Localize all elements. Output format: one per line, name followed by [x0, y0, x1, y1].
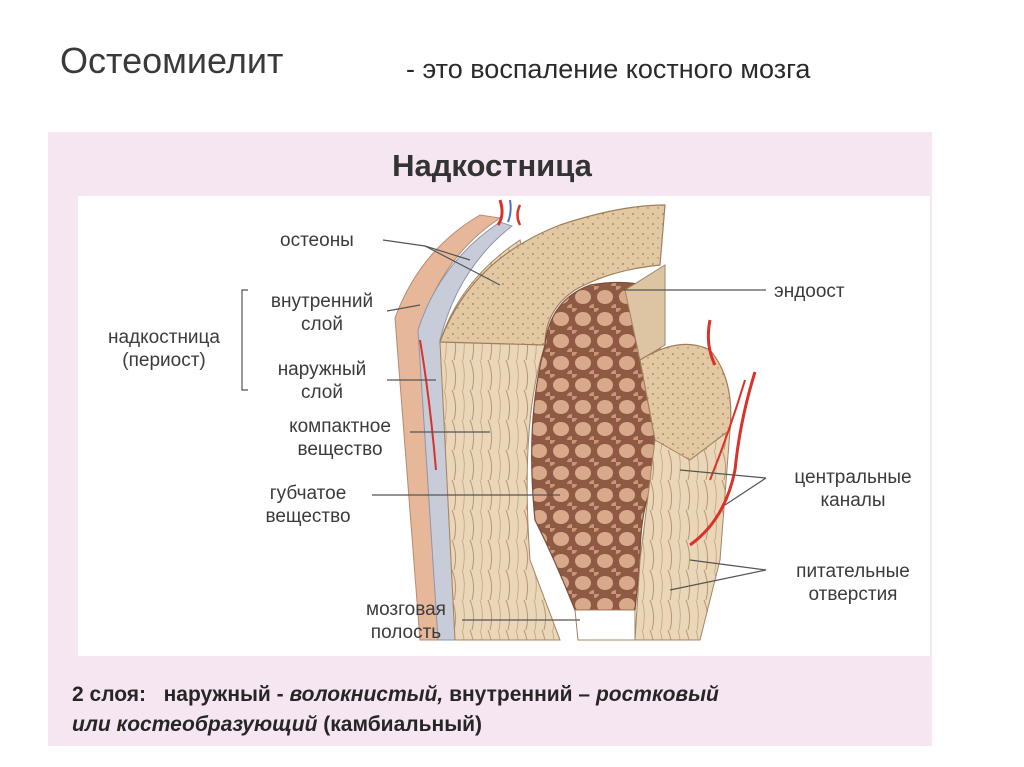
label-marrow-line1: мозговая: [366, 599, 446, 620]
spongy-bone: [531, 281, 661, 611]
label-central-canals: центральные каналы: [770, 466, 936, 512]
compact-bone-right-top: [624, 264, 666, 361]
label-osteons: остеоны: [280, 230, 354, 251]
label-inner-layer-line2: слой: [301, 314, 343, 335]
label-outer-layer: наружный слой: [254, 358, 390, 404]
label-compact: компактное вещество: [270, 415, 410, 461]
label-inner-layer: внутренний слой: [254, 290, 390, 336]
label-central-line2: каналы: [820, 490, 886, 511]
label-endosteum: эндоост: [774, 281, 845, 302]
leader-inner-layer: [386, 304, 421, 312]
label-periosteum: надкостница (периост): [86, 326, 242, 372]
label-nutrient-foramina: питательные отверстия: [770, 560, 936, 606]
label-nutrient-line2: отверстия: [808, 584, 898, 605]
bone-top-surface: [439, 204, 666, 346]
label-periosteum-line1: надкостница: [108, 327, 220, 348]
vessel-red-1: [496, 199, 504, 226]
vessel-red-5: [709, 379, 746, 481]
label-nutrient-line1: питательные: [796, 561, 910, 582]
leader-lines: [241, 239, 767, 621]
label-marrow: мозговая полость: [350, 598, 462, 644]
leader-nutrient-a: [689, 559, 767, 571]
caption-inner-type: ростковый: [595, 683, 719, 706]
leader-osteons-c: [424, 245, 501, 286]
figure-caption: 2 слоя: наружный - волокнистый, внутренн…: [72, 680, 942, 740]
vessel-red-6: [419, 339, 437, 471]
vessel-red-3: [706, 319, 717, 366]
compact-bone-right: [634, 428, 731, 641]
label-spongy-line2: вещество: [265, 506, 351, 527]
figure-title: Надкостница: [392, 148, 592, 183]
label-inner-layer-line1: внутренний: [270, 291, 374, 312]
periosteum-bracket: [241, 289, 248, 391]
caption-inner: внутренний –: [449, 683, 591, 706]
caption-prefix: 2 слоя:: [72, 683, 147, 706]
leader-nutrient-b: [669, 569, 767, 591]
caption-line2-italic: или костеобразующий: [72, 713, 318, 736]
periosteum-inner-layer: [417, 221, 514, 641]
slide-subtitle: - это воспаление костного мозга: [406, 54, 811, 84]
label-spongy-line1: губчатое: [269, 483, 347, 504]
leader-central-a: [679, 469, 767, 479]
label-outer-layer-line1: наружный: [277, 359, 367, 380]
label-periosteum-line2: (периост): [122, 350, 206, 371]
label-compact-line1: компактное: [289, 416, 391, 437]
leader-osteons-b: [424, 245, 471, 261]
slide-title: Остеомиелит: [60, 40, 284, 81]
leader-central-b: [724, 477, 767, 506]
vessel-red-4: [689, 371, 757, 547]
caption-outer-type: волокнистый,: [289, 683, 444, 706]
caption-line2: или костеобразующий (камбиальный): [72, 710, 942, 740]
caption-line1: 2 слоя: наружный - волокнистый, внутренн…: [72, 680, 942, 710]
caption-outer: наружный -: [163, 683, 284, 706]
label-spongy: губчатое вещество: [245, 482, 371, 528]
caption-line2-end: (камбиальный): [323, 713, 483, 736]
vessel-blue-1: [507, 199, 512, 223]
label-central-line1: центральные: [794, 467, 912, 488]
label-outer-layer-line2: слой: [301, 382, 343, 403]
leader-osteons-a: [382, 239, 426, 247]
marrow-cavity: [574, 609, 636, 641]
label-compact-line2: вещество: [297, 439, 383, 460]
label-marrow-line2: полость: [370, 622, 442, 643]
vessel-red-2: [516, 204, 522, 226]
